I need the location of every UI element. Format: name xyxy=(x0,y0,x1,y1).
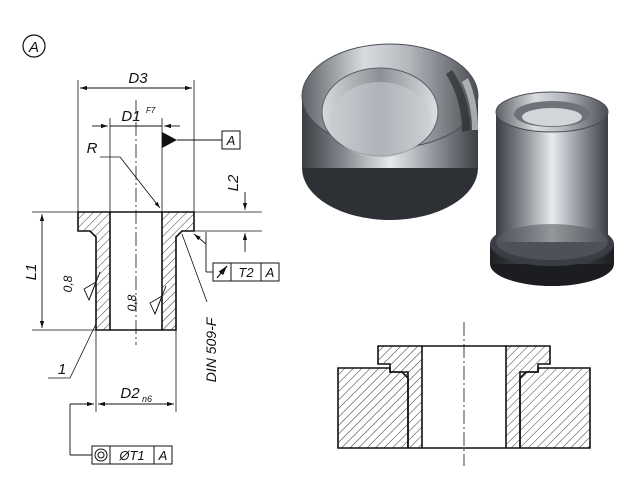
housing-left xyxy=(337,367,409,449)
runout-icon xyxy=(216,265,228,279)
l1-label: L1 xyxy=(23,264,40,281)
roughness-inner-value: 0,8 xyxy=(125,294,139,311)
d1-label: D1 xyxy=(121,108,140,125)
radius-leader xyxy=(119,156,161,209)
installed-bushing-left xyxy=(377,345,423,449)
bushing-right-wall xyxy=(161,211,195,331)
runout-datum: A xyxy=(265,265,275,280)
bushing-render-tall xyxy=(490,91,614,286)
bushing-left-wall xyxy=(77,211,111,331)
installed-bushing-right xyxy=(505,345,551,449)
view-label-text: A xyxy=(28,39,39,56)
installation-section xyxy=(337,322,591,466)
d2-label: D2 xyxy=(120,385,140,402)
d2-tolerance: n6 xyxy=(142,394,152,404)
runout-tolerance: T2 xyxy=(238,265,254,280)
roughness-symbol-outer: 0,8 xyxy=(61,271,101,302)
l2-label: L2 xyxy=(225,174,242,191)
view-label: A xyxy=(22,34,46,58)
datum-frame xyxy=(221,130,241,150)
radius-label: R xyxy=(87,140,98,157)
coaxiality-frame: ØT1 A xyxy=(91,445,173,465)
roughness-outer-value: 0,8 xyxy=(61,275,75,292)
din-note: DIN 509-F xyxy=(203,316,219,382)
housing-right xyxy=(519,367,591,449)
d1-tolerance: F7 xyxy=(146,106,156,115)
roughness-symbol-inner: 0,8 xyxy=(125,285,167,316)
coaxiality-tolerance: ØT1 xyxy=(118,448,144,463)
datum-label: A xyxy=(226,133,236,148)
bushing-section: D3 D1 F7 A R L2 T2 A xyxy=(23,70,280,465)
runout-frame: T2 A xyxy=(212,262,280,282)
bushing-render-wide xyxy=(301,43,479,220)
datum-triangle xyxy=(162,132,177,148)
coaxiality-datum: A xyxy=(158,448,168,463)
d3-label: D3 xyxy=(128,70,148,87)
coaxiality-icon xyxy=(94,448,108,462)
item-number: 1 xyxy=(58,361,66,378)
